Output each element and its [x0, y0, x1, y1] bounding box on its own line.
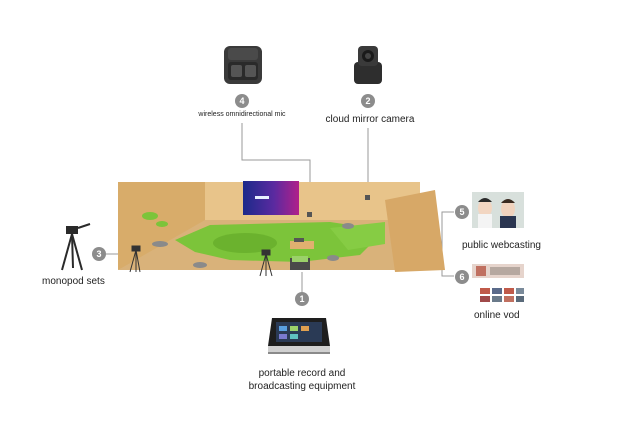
wall-camera — [365, 195, 370, 200]
center-desk — [290, 241, 314, 249]
label-portable-record-line2: broadcasting equipment — [248, 381, 356, 392]
badge-1: 1 — [295, 292, 309, 306]
room-right-panel — [385, 190, 445, 272]
grass-stage — [175, 222, 385, 262]
grass-right — [330, 222, 385, 250]
grey-stool — [342, 223, 354, 229]
led-screen — [243, 181, 299, 215]
grey-stool — [193, 262, 207, 268]
badge-6: 6 — [455, 270, 469, 284]
label-portable-record-line1: portable record and — [258, 368, 346, 379]
label-public-webcasting: public webcasting — [462, 240, 541, 251]
badge-3: 3 — [92, 247, 106, 261]
label-cloud-camera: cloud mirror camera — [325, 114, 415, 125]
led-screen-text — [255, 196, 269, 199]
grass-mound — [213, 233, 277, 253]
badge-4: 4 — [235, 94, 249, 108]
label-wireless-mic: wireless omnidirectional mic — [198, 111, 286, 118]
green-chair — [156, 221, 168, 227]
grey-stool — [327, 255, 339, 261]
grey-stool — [152, 241, 168, 247]
badge-2: 2 — [361, 94, 375, 108]
room-tripod-center — [259, 249, 273, 277]
label-monopod: monopod sets — [42, 276, 105, 287]
front-console-screen — [292, 256, 308, 262]
label-online-vod: online vod — [474, 310, 520, 321]
badge-5: 5 — [455, 205, 469, 219]
center-desk-monitor — [294, 238, 304, 242]
room-tripod-left — [129, 245, 141, 273]
green-chair — [142, 212, 158, 220]
wall-camera — [307, 212, 312, 217]
